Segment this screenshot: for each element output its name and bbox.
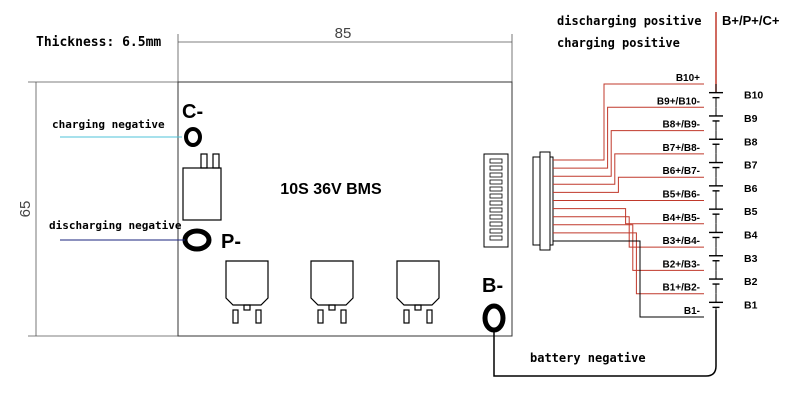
balance-wire	[553, 224, 704, 271]
cell-label: B7	[744, 160, 758, 172]
header-slot	[489, 200, 503, 206]
connector-pin-labels: B10+ B9+/B10- B8+/B9- B7+/B8- B6+/B7- B5+/B6-…	[657, 73, 700, 317]
pin-label: B1-	[684, 306, 700, 317]
bpc-label: B+/P+/C+	[722, 13, 780, 28]
external-connector-plug	[532, 151, 554, 251]
balance-wire	[553, 232, 704, 295]
pin-label: B6+/B7-	[662, 166, 700, 177]
battery-cell	[709, 130, 723, 154]
pin-label: B1+/B2-	[662, 283, 700, 294]
width-value: 85	[335, 25, 352, 42]
header-slot	[489, 214, 503, 220]
balance-wire	[553, 153, 704, 185]
header-slot	[489, 186, 503, 192]
battery-cell	[709, 177, 723, 201]
header-slot	[489, 165, 503, 171]
cell-label: B1	[744, 299, 758, 311]
balance-wire	[553, 216, 704, 248]
cell-label: B10	[744, 90, 763, 102]
header-slot	[489, 207, 503, 213]
mosfet-1	[225, 260, 269, 324]
balance-wire	[553, 130, 704, 177]
board-connector-header	[483, 153, 509, 248]
pin-label: B9+/B10-	[657, 96, 700, 107]
c-pad-label: C-	[182, 101, 203, 123]
battery-cell	[709, 200, 723, 224]
header-slot	[489, 158, 503, 164]
battery-cell	[709, 247, 723, 271]
header-slot	[489, 228, 503, 234]
cell-label: B2	[744, 276, 758, 288]
balance-wires	[553, 83, 704, 318]
pin-label: B7+/B8-	[662, 143, 700, 154]
battery-cell	[709, 293, 723, 317]
cell-label: B9	[744, 113, 758, 125]
pin-label: B10+	[676, 73, 700, 84]
charging-negative-label: charging negative	[52, 118, 165, 131]
header-slot	[489, 193, 503, 199]
balance-wire	[553, 240, 704, 318]
pin-label: B4+/B5-	[662, 213, 700, 224]
cell-label: B3	[744, 253, 758, 265]
mosfet-2	[310, 260, 354, 324]
battery-negative-label: battery negative	[530, 351, 646, 365]
cell-label: B6	[744, 183, 758, 195]
bms-board	[177, 81, 513, 337]
cell-label: B5	[744, 206, 758, 218]
header-slot	[489, 172, 503, 178]
header-slot	[489, 179, 503, 185]
battery-negative-wire	[493, 310, 717, 377]
battery-cell	[709, 84, 723, 108]
p-pad-label: P-	[221, 231, 241, 253]
discharging-negative-label: discharging negative	[49, 219, 182, 232]
cell-label: B8	[744, 136, 758, 148]
board-title: 10S 36V BMS	[280, 181, 382, 198]
balance-wire	[553, 106, 704, 169]
header-slot	[489, 221, 503, 227]
battery-cell	[709, 223, 723, 248]
discharging-positive-label: discharging positive	[557, 14, 702, 28]
battery-cell	[709, 270, 723, 294]
width-dimension: 85	[177, 25, 513, 82]
charging-positive-label: charging positive	[557, 36, 680, 50]
battery-cells	[709, 84, 723, 317]
balance-wire	[553, 176, 704, 193]
battery-cell	[709, 153, 723, 178]
battery-cell	[709, 107, 723, 131]
thickness-label: Thickness: 6.5mm	[36, 35, 161, 50]
small-mosfet	[182, 153, 222, 221]
b-pad-label: B-	[482, 275, 503, 297]
pin-label: B2+/B3-	[662, 259, 700, 270]
header-slot	[489, 235, 503, 241]
balance-wire	[553, 83, 704, 161]
pin-label: B3+/B4-	[662, 236, 700, 247]
height-dimension: 65	[17, 81, 178, 337]
mosfet-3	[396, 260, 440, 324]
height-value: 65	[17, 201, 34, 218]
pin-label: B8+/B9-	[662, 120, 700, 131]
pin-label: B5+/B6-	[662, 190, 700, 201]
cell-label: B4	[744, 230, 758, 242]
c-pad	[184, 127, 202, 147]
